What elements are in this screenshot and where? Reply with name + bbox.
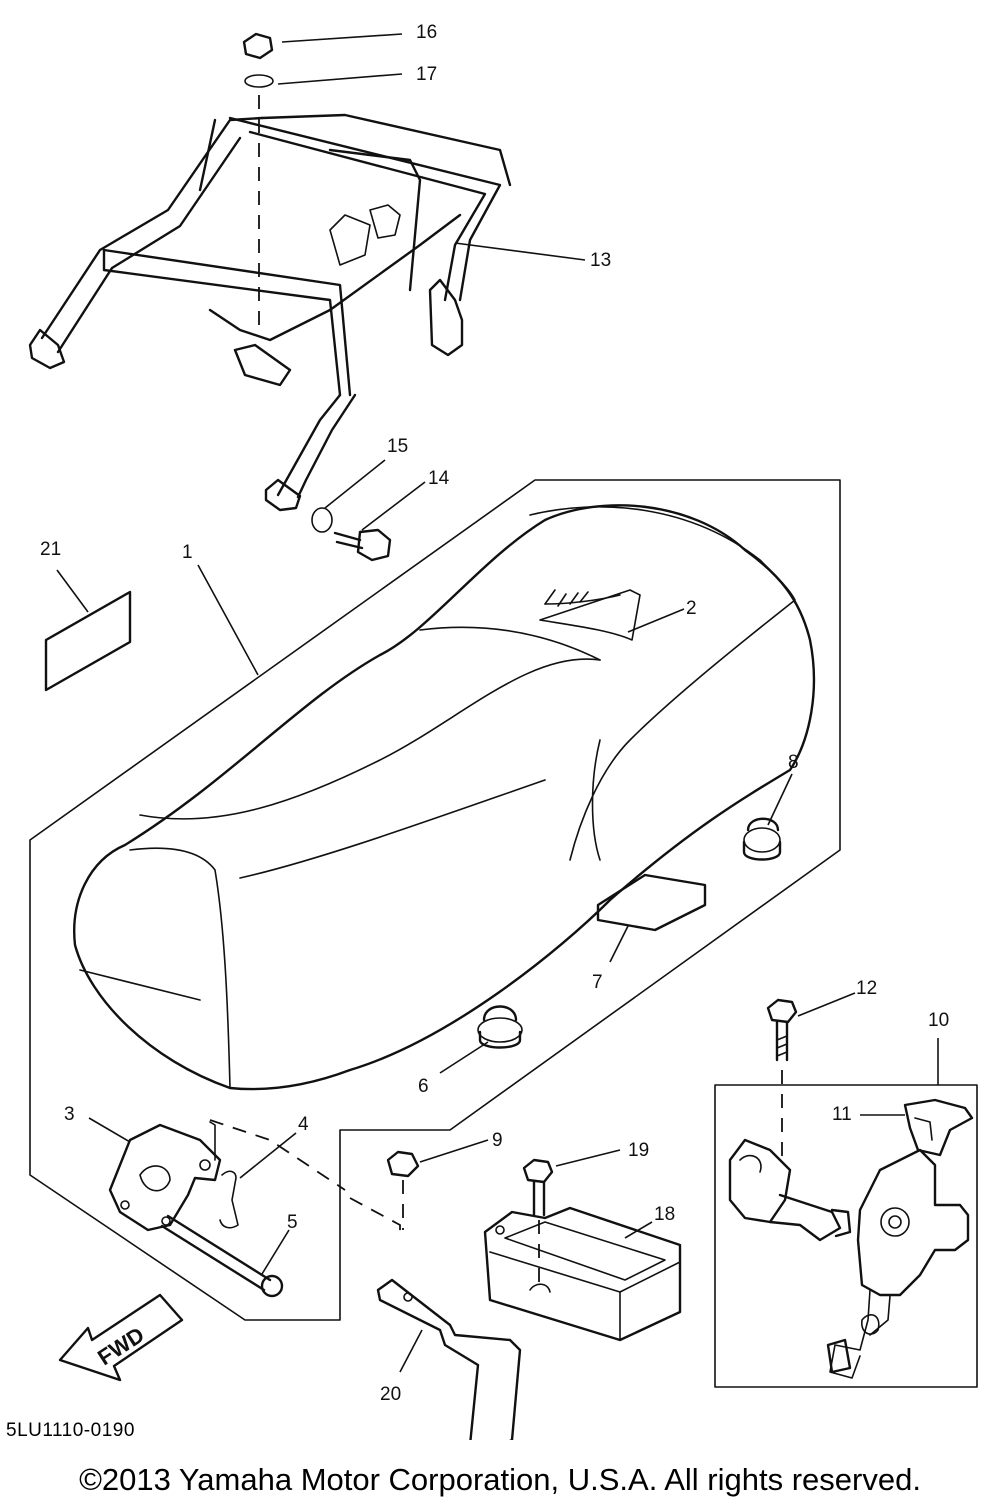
callout-3: 3	[64, 1104, 75, 1125]
callout-14: 14	[428, 468, 450, 489]
leader-lines	[56, 33, 939, 1373]
main-switch-box	[714, 1084, 978, 1388]
callout-13: 13	[590, 250, 611, 271]
callout-5: 5	[287, 1212, 298, 1233]
bolt-19-illustration	[522, 1158, 554, 1290]
seat-assembly-box	[29, 479, 841, 1321]
callout-1: 1	[182, 542, 193, 563]
callout-11: 11	[832, 1104, 852, 1125]
callout-10: 10	[928, 1010, 949, 1031]
callout-18: 18	[654, 1204, 675, 1225]
main-switch-illustration	[728, 998, 974, 1379]
diagram-code: 5LU1110-0190	[6, 1420, 135, 1441]
fwd-arrow: FWD	[58, 1293, 184, 1382]
callout-2: 2	[686, 598, 697, 619]
tray-illustration	[483, 1206, 682, 1342]
damper-6-illustration	[477, 1005, 523, 1049]
damper-8-illustration	[742, 817, 782, 861]
fwd-label: FWD	[93, 1322, 149, 1370]
callout-19: 19	[628, 1140, 649, 1161]
bracket-20-illustration	[376, 1278, 522, 1440]
bolt-washer-illustration	[311, 507, 392, 562]
callout-15: 15	[387, 436, 408, 457]
label-sticker-illustration	[44, 590, 132, 692]
strap-illustration	[596, 873, 707, 932]
callout-4: 4	[298, 1114, 309, 1135]
callout-20: 20	[380, 1384, 401, 1405]
callout-21: 21	[40, 539, 61, 560]
rear-carrier-illustration	[28, 32, 512, 512]
parts-diagram: FWD	[28, 22, 978, 1440]
callout-labels: 16 17 13 15 14 21 1 2 8 7 12 10 6 11 3 4…	[40, 22, 949, 1405]
callout-7: 7	[592, 972, 603, 993]
callout-17: 17	[416, 64, 437, 85]
callout-16: 16	[416, 22, 437, 43]
callout-12: 12	[856, 978, 877, 999]
callout-8: 8	[788, 752, 799, 773]
copyright-notice: ©2013 Yamaha Motor Corporation, U.S.A. A…	[79, 1462, 921, 1497]
callout-9: 9	[492, 1130, 503, 1151]
seat-illustration	[73, 504, 816, 1091]
hinge-bracket-illustration	[108, 1119, 401, 1298]
nut-9-illustration	[386, 1150, 420, 1178]
callout-6: 6	[418, 1076, 429, 1097]
